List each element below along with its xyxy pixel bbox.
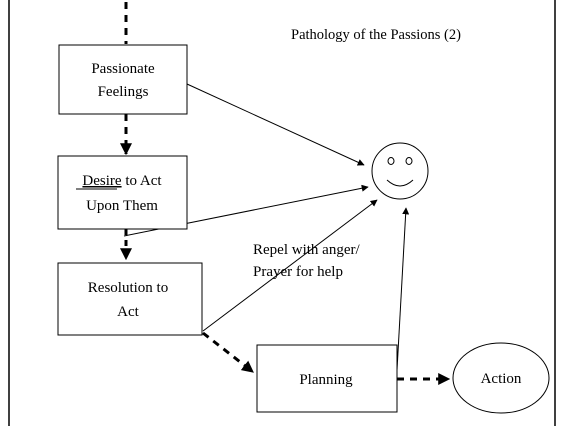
node-passionate-feelings: Passionate Feelings — [58, 44, 188, 115]
node-planning: Planning — [256, 344, 398, 413]
arrow-resolution-to-smiley — [202, 199, 378, 332]
annotation-line: Prayer for help — [253, 264, 343, 280]
annotation-line: Repel with anger/ — [253, 242, 360, 258]
node-action: Action — [452, 342, 550, 414]
node-label: Desire to Act — [82, 173, 162, 189]
node-label: Resolution to — [88, 280, 168, 296]
node-label: Passionate — [91, 61, 155, 77]
node-label: Planning — [299, 372, 353, 388]
annotation-repel-prayer: Repel with anger/ Prayer for help — [253, 242, 360, 280]
smiley-face-icon — [371, 142, 429, 200]
node-label: Action — [481, 371, 522, 387]
node-label: Act — [117, 304, 139, 320]
page-frame — [8, 0, 556, 426]
dashed-arrow-resolution-to-planning — [202, 331, 254, 374]
node-desire-to-act: Desire to Act Upon Them — [57, 155, 188, 230]
diagram-title: Pathology of the Passions (2) — [291, 27, 461, 43]
node-resolution-to-act: Resolution to Act — [57, 262, 203, 336]
arrow-planning-to-smiley — [396, 207, 410, 371]
node-label: Upon Them — [86, 198, 158, 214]
node-label: Feelings — [98, 84, 149, 100]
arrow-feelings-to-smiley — [186, 83, 365, 166]
